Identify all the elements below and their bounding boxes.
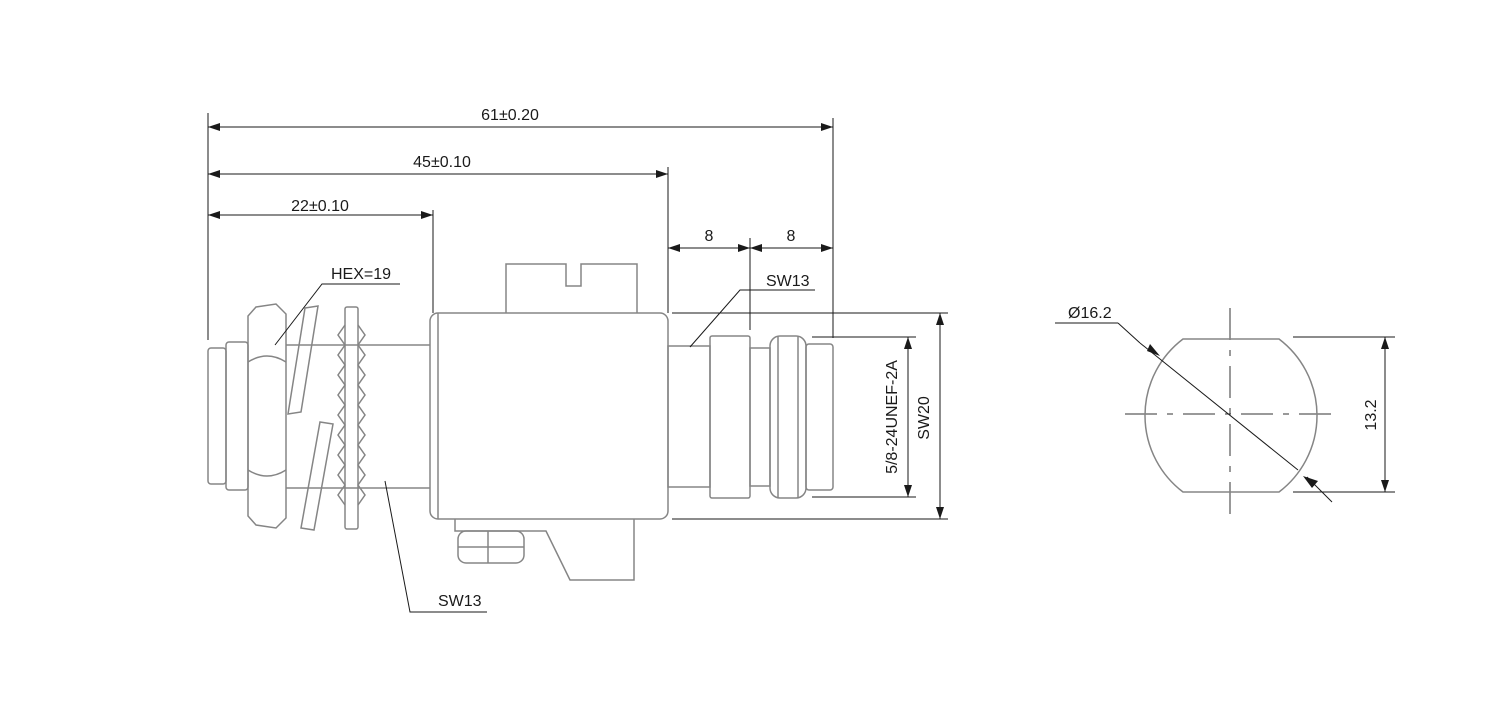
- sw13-top-leader: [689, 289, 815, 348]
- dim-short-label: 22±0.10: [291, 198, 349, 215]
- dim-mid-label: 45±0.10: [413, 154, 471, 171]
- diameter-arrow-bottom: [1303, 476, 1318, 488]
- side-view: [207, 263, 834, 581]
- main-housing: [429, 312, 669, 520]
- flat-label: 13.2: [1363, 399, 1380, 430]
- right-tip: [805, 343, 834, 491]
- dim-step-b-label: 8: [787, 228, 796, 245]
- right-hex: [709, 335, 751, 499]
- dim-overall-label: 61±0.20: [481, 107, 539, 124]
- top-bracket: [505, 263, 638, 313]
- bottom-bracket: [454, 519, 635, 581]
- diameter-line: [1139, 342, 1299, 471]
- lock-washer: [287, 305, 334, 531]
- end-view: Ø16.2 13.2: [1055, 305, 1395, 520]
- sw13-bottom-leader: [384, 480, 487, 613]
- right-neck: [667, 345, 711, 488]
- diameter-label: Ø16.2: [1068, 305, 1112, 322]
- side-dimensions: 61±0.20 45±0.10 22±0.10 8 8 HEX=19 SW13 …: [207, 107, 948, 613]
- plug-collar: [225, 341, 249, 491]
- thread-label: 5/8-24UNEF-2A: [884, 360, 901, 474]
- dim-step-a-label: 8: [705, 228, 714, 245]
- sw13-top-label: SW13: [766, 273, 810, 290]
- right-nut: [769, 335, 807, 499]
- end-profile: [1144, 338, 1318, 493]
- hex-nut: [247, 303, 287, 529]
- right-end: [667, 335, 834, 499]
- plug-end: [207, 347, 227, 485]
- sw20-label: SW20: [916, 396, 933, 440]
- right-groove: [749, 347, 771, 487]
- hex-label: HEX=19: [331, 266, 391, 283]
- sw13-bottom-label: SW13: [438, 593, 482, 610]
- serrated-washer: [337, 306, 366, 530]
- diameter-arrow-top: [1147, 344, 1160, 356]
- hex-leader: [274, 283, 400, 346]
